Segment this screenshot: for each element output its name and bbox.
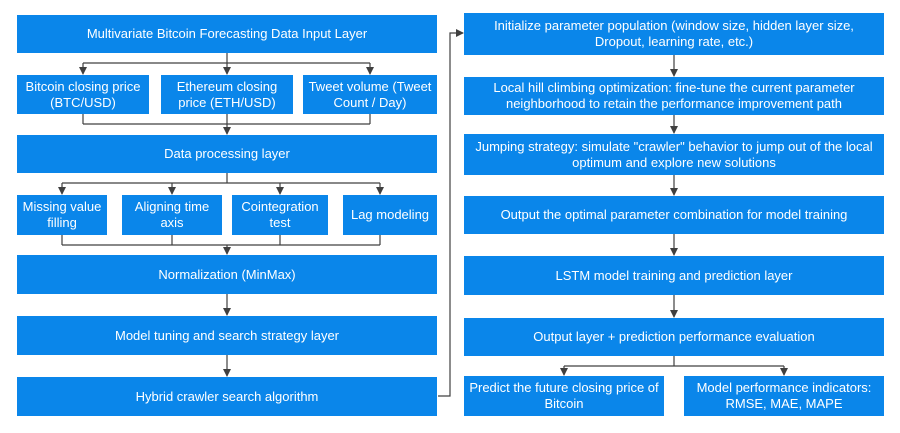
normalization-label: Normalization (MinMax) bbox=[158, 266, 296, 282]
eth-input-box: Ethereum closing price (ETH/USD) bbox=[161, 75, 293, 114]
lstm-layer-label: LSTM model training and prediction layer bbox=[555, 267, 793, 283]
tuning-layer-box: Model tuning and search strategy layer bbox=[17, 316, 437, 355]
input-layer-box: Multivariate Bitcoin Forecasting Data In… bbox=[17, 15, 437, 53]
missing-value-box: Missing value filling bbox=[17, 195, 107, 235]
hybrid-crawler-label: Hybrid crawler search algorithm bbox=[135, 388, 319, 404]
cointegration-label: Cointegration test bbox=[241, 199, 319, 230]
lstm-layer-box: LSTM model training and prediction layer bbox=[464, 256, 884, 295]
btc-input-label: Bitcoin closing price (BTC/USD) bbox=[25, 78, 141, 110]
predict-price-box: Predict the future closing price of Bitc… bbox=[464, 376, 664, 416]
output-layer-box: Output layer + prediction performance ev… bbox=[464, 318, 884, 356]
align-time-label: Aligning time axis bbox=[134, 199, 210, 230]
hybrid-crawler-box: Hybrid crawler search algorithm bbox=[17, 377, 437, 416]
output-layer-label: Output layer + prediction performance ev… bbox=[533, 329, 815, 344]
processing-layer-box: Data processing layer bbox=[17, 135, 437, 173]
init-population-box: Initialize parameter population (window … bbox=[464, 13, 884, 55]
optimal-params-box: Output the optimal parameter combination… bbox=[464, 196, 884, 234]
indicators-box: Model performance indicators: RMSE, MAE,… bbox=[684, 376, 884, 416]
init-population-label: Initialize parameter population (window … bbox=[494, 18, 854, 49]
input-layer-label: Multivariate Bitcoin Forecasting Data In… bbox=[86, 26, 368, 41]
jumping-strategy-label: Jumping strategy: simulate "crawler" beh… bbox=[475, 138, 873, 170]
processing-layer-label: Data processing layer bbox=[164, 146, 290, 161]
tweet-input-box: Tweet volume (Tweet Count / Day) bbox=[303, 75, 437, 114]
predict-price-label: Predict the future closing price of Bitc… bbox=[469, 380, 659, 411]
eth-input-label: Ethereum closing price (ETH/USD) bbox=[176, 78, 278, 110]
lag-modeling-label: Lag modeling bbox=[350, 207, 430, 222]
hill-climbing-box: Local hill climbing optimization: fine-t… bbox=[464, 77, 884, 115]
align-time-box: Aligning time axis bbox=[122, 195, 222, 235]
indicators-label: Model performance indicators: RMSE, MAE,… bbox=[696, 380, 872, 411]
btc-input-box: Bitcoin closing price (BTC/USD) bbox=[17, 75, 149, 114]
hill-climbing-label: Local hill climbing optimization: fine-t… bbox=[493, 80, 855, 111]
jumping-strategy-box: Jumping strategy: simulate "crawler" beh… bbox=[464, 134, 884, 175]
tuning-layer-label: Model tuning and search strategy layer bbox=[114, 327, 339, 343]
tweet-input-label: Tweet volume (Tweet Count / Day) bbox=[308, 78, 432, 110]
optimal-params-label: Output the optimal parameter combination… bbox=[500, 207, 848, 222]
cointegration-box: Cointegration test bbox=[232, 195, 328, 235]
normalization-box: Normalization (MinMax) bbox=[17, 255, 437, 294]
lag-modeling-box: Lag modeling bbox=[343, 195, 437, 235]
missing-value-label: Missing value filling bbox=[22, 199, 102, 230]
